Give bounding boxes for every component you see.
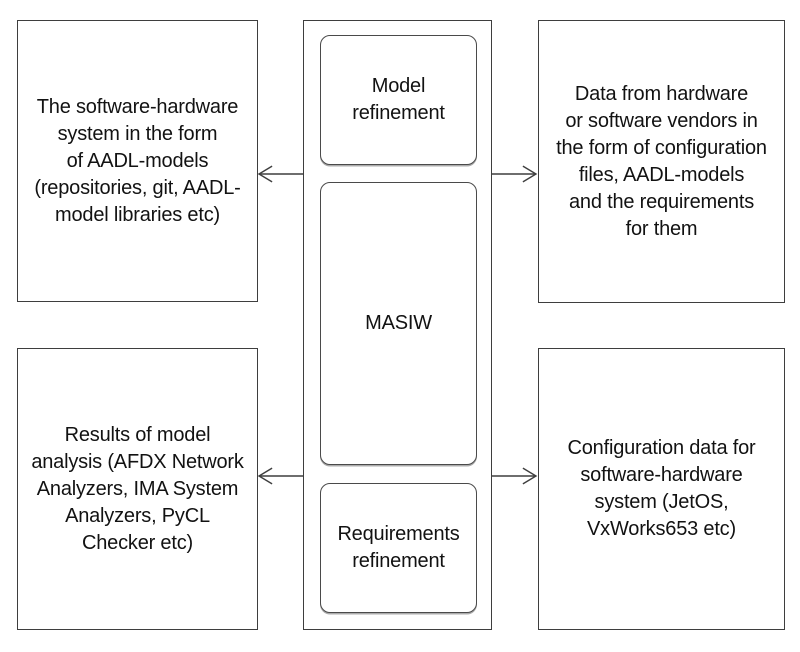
- arrow-center-to-right-bottom: [491, 467, 538, 485]
- box-requirements-refinement-text: Requirements refinement: [337, 523, 460, 572]
- box-analysis-results: Results of model analysis (AFDX Network …: [17, 348, 258, 630]
- box-model-refinement-text: Model refinement: [352, 75, 445, 124]
- box-model-refinement: Model refinement: [320, 35, 477, 165]
- box-masiw: MASIW: [320, 182, 477, 465]
- box-vendor-data: Data from hardware or software vendors i…: [538, 20, 785, 303]
- box-vendor-data-text: Data from hardware or software vendors i…: [556, 82, 767, 240]
- box-masiw-text: MASIW: [365, 312, 432, 334]
- box-aadl-models-source-text: The software-hardware system in the form…: [34, 95, 241, 226]
- arrow-center-to-right-top: [491, 165, 538, 183]
- box-analysis-results-text: Results of model analysis (AFDX Network …: [31, 423, 244, 554]
- box-configuration-output-text: Configuration data for software-hardware…: [567, 437, 756, 540]
- arrow-center-to-left-bottom: [257, 467, 304, 485]
- box-aadl-models-source: The software-hardware system in the form…: [17, 20, 258, 302]
- box-configuration-output: Configuration data for software-hardware…: [538, 348, 785, 630]
- arrow-center-to-left-top: [257, 165, 304, 183]
- box-requirements-refinement: Requirements refinement: [320, 483, 477, 613]
